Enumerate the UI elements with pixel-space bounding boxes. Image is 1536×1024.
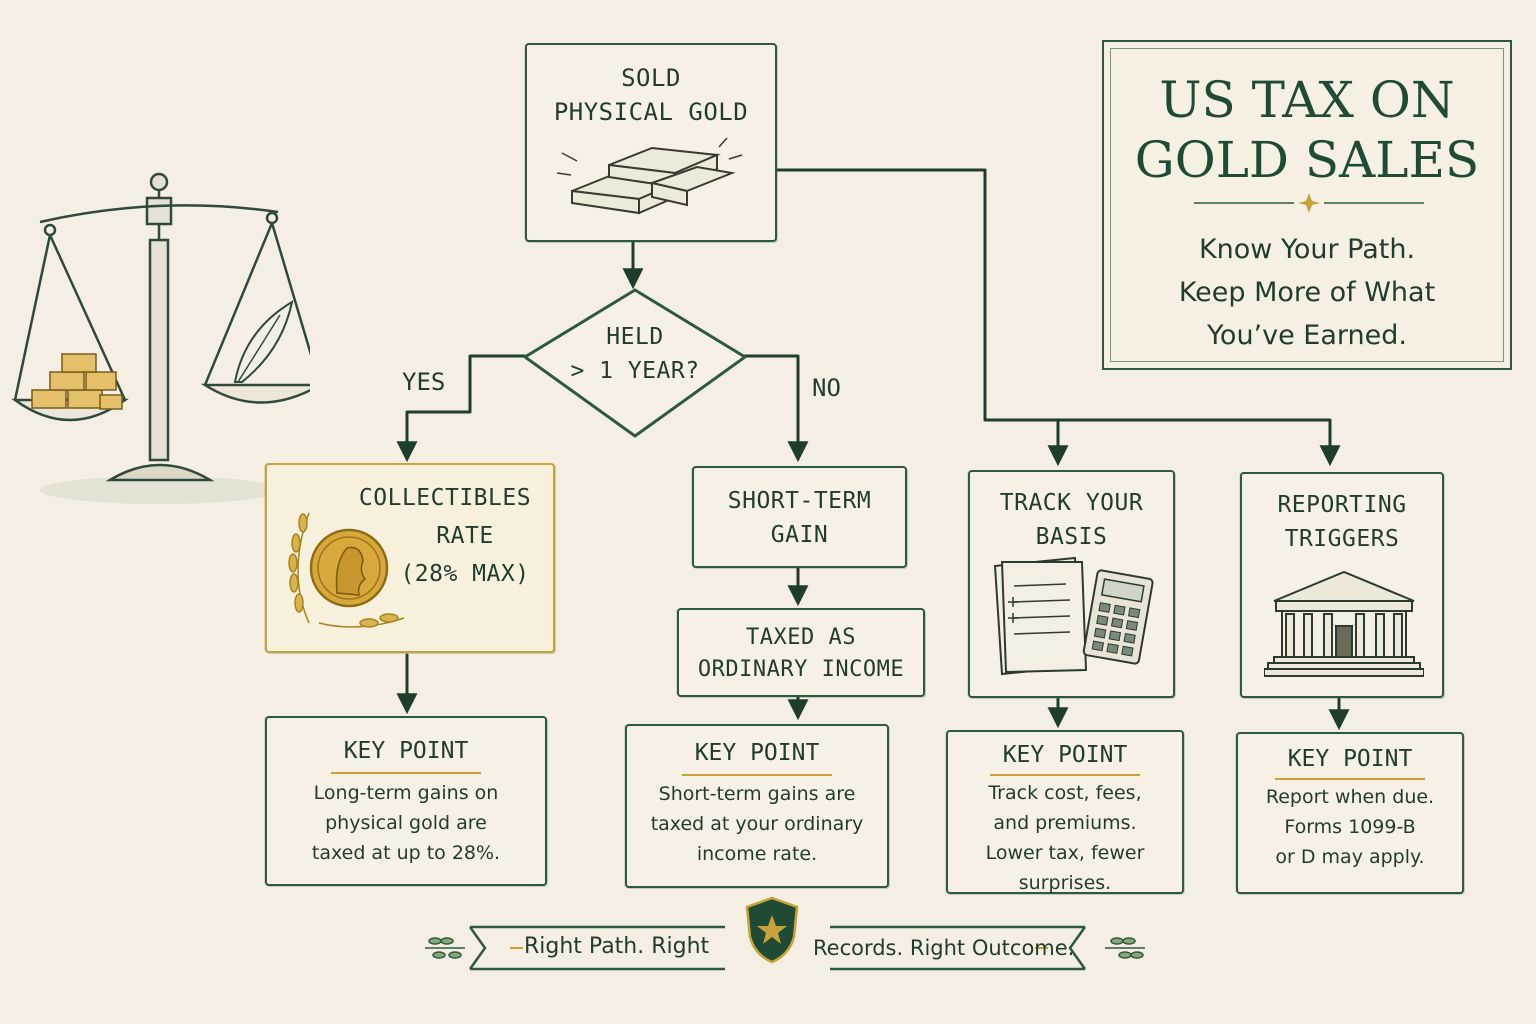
yes-label: YES — [402, 368, 446, 396]
key-point-title: KEY POINT — [694, 740, 820, 766]
sold-physical-gold-node: SOLD PHYSICAL GOLD — [525, 43, 777, 242]
banner-text-right: Records. Right Outcome. — [813, 936, 1075, 960]
collectibles-rate-node: COLLECTIBLES RATE (28% MAX) — [265, 463, 555, 653]
key-point-title: KEY POINT — [1287, 746, 1413, 772]
key-point-card: KEY POINT Report when due. Forms 1099-B … — [1236, 732, 1464, 894]
decision-diamond — [522, 288, 748, 438]
shield-star-icon — [745, 896, 799, 964]
collectibles-line2: RATE — [436, 523, 494, 549]
key-point-text: Track cost, fees, and premiums. Lower ta… — [985, 782, 1145, 894]
key-point-text: Long-term gains on physical gold are tax… — [311, 782, 501, 864]
key-point-underline — [1275, 778, 1425, 780]
key-point-underline — [331, 772, 481, 774]
no-label: NO — [812, 374, 841, 402]
banner-text-left: Right Path. Right — [524, 934, 710, 959]
reporting-triggers-node: REPORTING TRIGGERS — [1240, 472, 1444, 698]
collectibles-line1: COLLECTIBLES — [358, 485, 532, 511]
track-basis-node: TRACK YOUR BASIS — [968, 470, 1175, 698]
ordinary-income-node: TAXED AS ORDINARY INCOME — [677, 608, 925, 697]
bank-building-icon — [1264, 570, 1424, 677]
page-title: US TAX ON GOLD SALES — [1134, 71, 1480, 189]
short-term-gain-label: SHORT-TERM GAIN — [727, 488, 872, 548]
key-point-card: KEY POINT Track cost, fees, and premiums… — [946, 730, 1184, 894]
key-point-card: KEY POINT Long-term gains on physical go… — [265, 716, 547, 886]
title-panel: US TAX ON GOLD SALES Know Your Path. Kee… — [1102, 40, 1512, 370]
key-point-title: KEY POINT — [1002, 742, 1128, 768]
short-term-gain-node: SHORT-TERM GAIN — [692, 466, 907, 568]
key-point-card: KEY POINT Short-term gains are taxed at … — [625, 724, 889, 888]
gold-coin-laurel-icon — [288, 512, 405, 628]
key-point-text: Short-term gains are taxed at your ordin… — [650, 783, 864, 865]
ordinary-income-label: TAXED AS ORDINARY INCOME — [697, 625, 905, 682]
track-basis-label: TRACK YOUR BASIS — [999, 490, 1144, 550]
key-point-title: KEY POINT — [343, 738, 469, 764]
key-point-underline — [990, 774, 1140, 776]
collectibles-line3: (28% MAX) — [400, 561, 530, 587]
ledger-calculator-icon — [993, 556, 1154, 676]
sold-physical-gold-label: SOLD PHYSICAL GOLD — [553, 64, 749, 126]
title-divider-star-icon — [1194, 193, 1424, 213]
reporting-triggers-label: REPORTING TRIGGERS — [1277, 492, 1407, 552]
key-point-text: Report when due. Forms 1099-B or D may a… — [1265, 786, 1435, 868]
page-subtitle: Know Your Path. Keep More of What You’ve… — [1178, 234, 1436, 351]
bottom-banner — [425, 925, 1145, 971]
decision-label: HELD > 1 YEAR? — [570, 324, 700, 384]
gold-bars-icon — [557, 137, 743, 215]
key-point-underline — [682, 774, 832, 776]
balance-scale-icon — [11, 172, 310, 504]
